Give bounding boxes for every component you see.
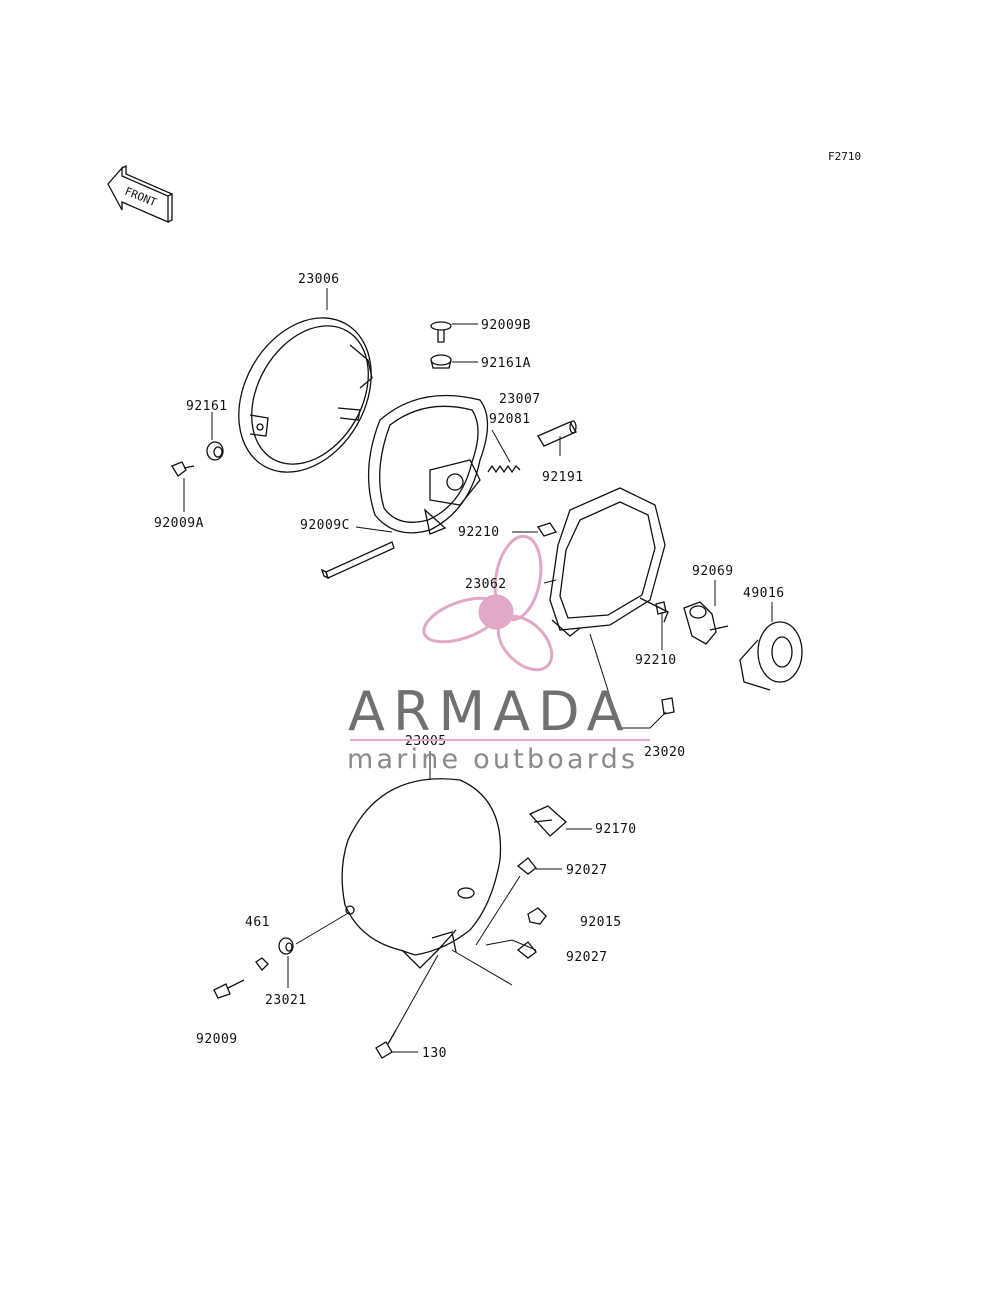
part-label: 92210 xyxy=(458,525,500,540)
damper-92027-lower-part xyxy=(516,941,537,959)
figure-code: F2710 xyxy=(828,150,862,163)
damper-92027-upper-part xyxy=(516,857,537,875)
part-label: 92069 xyxy=(692,564,734,579)
part-label: 92027 xyxy=(566,863,608,878)
watermark-brand: ARMADA xyxy=(348,680,632,743)
front-arrow-icon: FRONT xyxy=(107,164,174,223)
part-label: 92009B xyxy=(481,318,531,333)
grommet-92161-part xyxy=(206,441,224,461)
clip-92210-upper-part xyxy=(536,522,558,537)
bracket-23062-part xyxy=(549,487,669,637)
screw-92009a-part xyxy=(171,461,195,477)
grommet-92161a-part xyxy=(430,354,452,369)
part-label: 92170 xyxy=(595,822,637,837)
part-label: 92027 xyxy=(566,950,608,965)
part-label: 92081 xyxy=(489,412,531,427)
part-label: 23006 xyxy=(298,272,340,287)
bolt-92009-part xyxy=(213,979,245,999)
clip-92210-lower-part xyxy=(655,601,667,615)
part-label: 23021 xyxy=(265,993,307,1008)
bulb-92069-part xyxy=(683,601,729,645)
part-label: 49016 xyxy=(743,586,785,601)
part-label: 130 xyxy=(422,1046,447,1061)
part-label: 92009C xyxy=(300,518,350,533)
part-label: 23062 xyxy=(465,577,507,592)
part-label: 92210 xyxy=(635,653,677,668)
cover-23005-part xyxy=(341,778,502,969)
part-label: 461 xyxy=(245,915,270,930)
armada-propeller-logo xyxy=(422,534,554,672)
part-label: 92191 xyxy=(542,470,584,485)
housing-23007-part xyxy=(367,394,489,535)
leader-lines xyxy=(183,288,773,1053)
spring-92081-part xyxy=(487,464,521,474)
part-label: 23007 xyxy=(499,392,541,407)
bolt-130-part xyxy=(375,1029,397,1059)
washer-461-part xyxy=(255,957,269,971)
part-label: 92009A xyxy=(154,516,204,531)
collar-23021-part xyxy=(278,937,294,955)
nut-92015-part xyxy=(527,907,547,925)
part-label: 92009 xyxy=(196,1032,238,1047)
bracket-92170-part xyxy=(528,805,567,837)
part-label: 23020 xyxy=(644,745,686,760)
watermark-tagline: marine outboards xyxy=(347,744,639,775)
part-label: 92161 xyxy=(186,399,228,414)
clip-23020-part xyxy=(661,697,675,715)
cover-49016-part xyxy=(739,621,803,691)
rim-ring-part xyxy=(238,317,373,473)
part-label: 23005 xyxy=(405,734,447,749)
part-label: 92161A xyxy=(481,356,531,371)
part-label: 92015 xyxy=(580,915,622,930)
watermark-divider xyxy=(350,739,650,741)
bolt-92009c-part xyxy=(320,541,395,580)
tube-92191-part xyxy=(537,420,577,447)
screw-92009b-part xyxy=(430,321,452,343)
